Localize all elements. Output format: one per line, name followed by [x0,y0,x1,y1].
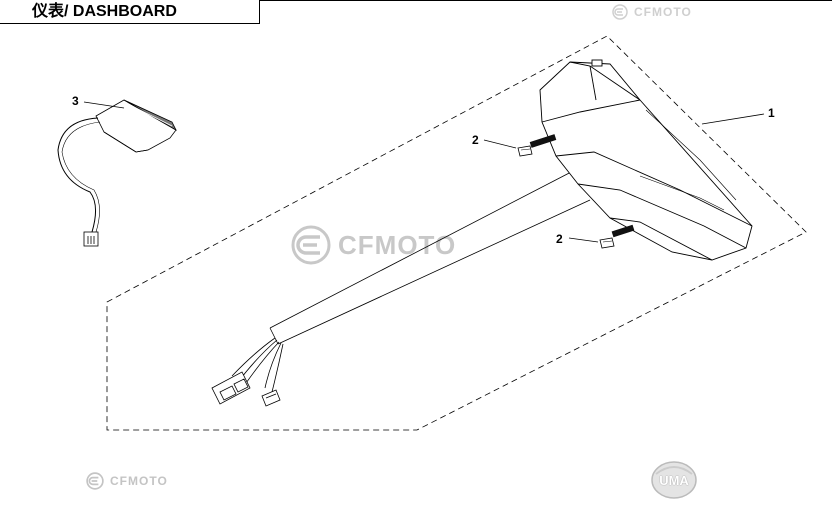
leader-line-1 [701,113,765,125]
cfmoto-watermark-center: CFMOTO [290,224,456,266]
page-title: 仪表/ DASHBOARD [0,0,260,24]
uma-badge-icon [651,461,697,499]
uma-badge-text: UMA [659,473,689,488]
cfmoto-logo-icon [291,225,331,265]
harness-connector-small [261,389,281,407]
header-rule [260,0,832,1]
callout-part-3: 3 [72,94,79,108]
cfmoto-logo-icon [612,4,628,20]
part-3-display-module [57,99,177,233]
assembly-boundary [106,35,807,431]
callout-part-1: 1 [768,106,775,120]
cfmoto-watermark-text: CFMOTO [338,229,457,260]
callout-part-2-upper: 2 [472,133,479,147]
part-1-wire-harness [231,169,591,393]
part-1-dashboard-body [539,59,753,261]
callout-part-2-lower: 2 [556,232,563,246]
part-3-connector [83,231,99,247]
cfmoto-watermark-text: CFMOTO [634,5,692,19]
harness-connector-large [211,371,251,405]
part-2-clip-upper [517,134,557,157]
leader-line-3 [83,101,125,109]
uma-badge: UMA [650,460,698,500]
cfmoto-logo-icon [86,472,104,490]
cfmoto-watermark-text: CFMOTO [110,474,168,488]
leader-line-2b [568,237,599,243]
leader-line-2a [483,139,517,149]
cfmoto-watermark-bottom: CFMOTO [86,472,168,490]
cfmoto-watermark-top: CFMOTO [612,4,692,20]
part-2-clip-lower [599,224,635,249]
